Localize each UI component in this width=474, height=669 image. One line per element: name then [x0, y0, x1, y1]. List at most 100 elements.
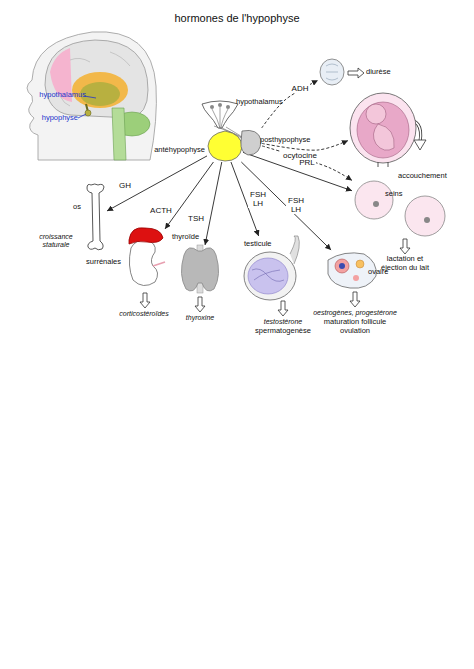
node-effect-text: spermatogenèse — [253, 327, 313, 336]
testis-target: testiculetestostéronespermatogenèse — [240, 236, 302, 302]
node-shape — [348, 92, 418, 167]
output-arrow — [140, 68, 426, 316]
hormone-name: FSH LH — [248, 190, 268, 208]
brain-illustration — [45, 40, 148, 118]
node-label: seins — [385, 190, 415, 199]
node-shape — [210, 105, 214, 109]
brain-illustration — [72, 72, 128, 108]
hormone-name: TSH — [186, 214, 206, 223]
hormone-arrow — [243, 152, 352, 190]
node-label: posthypophyse — [260, 136, 322, 145]
output-arrow — [348, 68, 364, 78]
node-shape — [85, 183, 107, 251]
leader-line — [78, 114, 86, 118]
hormone-arrow — [241, 162, 331, 250]
node-shape — [248, 258, 288, 294]
ovary-target: ovaireoestrogènes, progestéronematuratio… — [324, 250, 379, 290]
node-shape — [87, 184, 104, 250]
node-shape — [200, 98, 240, 128]
node-shape — [320, 59, 344, 85]
node-shape — [218, 103, 222, 107]
node-shape — [352, 178, 450, 238]
output-arrow — [350, 292, 360, 307]
node-shape — [244, 252, 296, 300]
node-shape — [378, 162, 388, 167]
hypothalamus-shape: hypothalamus — [200, 98, 240, 128]
node-effect-text: croissance staturale — [31, 233, 81, 249]
output-arrow — [195, 297, 205, 312]
node-shape — [178, 245, 222, 295]
hormone-name: PRL — [298, 158, 316, 167]
node-shape — [373, 201, 379, 207]
node-shape — [153, 262, 165, 266]
hormone-arrow — [165, 162, 213, 229]
node-shape — [318, 58, 346, 86]
node-effect-text: thyroxine — [170, 314, 230, 322]
output-arrow — [140, 293, 150, 308]
breast-target: seinslactation et éjection du lait — [352, 178, 450, 238]
hormone-name: ADH — [290, 84, 310, 93]
node-shape — [424, 217, 430, 223]
node-shape — [373, 124, 394, 150]
brain-illustration — [80, 82, 120, 106]
node-shape — [353, 275, 359, 281]
node-shape — [181, 248, 218, 291]
diagram-title: hormones de l'hypophyse — [0, 12, 474, 25]
node-shape — [355, 181, 393, 219]
anterior-pituitary: antéhypophyse — [207, 130, 243, 162]
hormone-arrow — [107, 156, 207, 211]
output-arrow — [278, 301, 288, 316]
node-shape — [366, 104, 386, 124]
node-label: diurèse — [366, 68, 406, 77]
node-shape — [326, 64, 338, 80]
node-label: surrénales — [81, 258, 121, 267]
node-shape — [357, 102, 409, 158]
hormone-name: GH — [118, 181, 132, 190]
node-shape — [123, 226, 165, 290]
node-shape — [356, 260, 364, 268]
node-shape — [290, 236, 299, 264]
brain-illustration — [27, 32, 156, 160]
kidney-target: diurèse — [318, 58, 346, 86]
node-shape — [202, 101, 238, 128]
uterus-target: accouchement — [348, 92, 418, 167]
node-shape — [207, 130, 243, 162]
hormone-arrow — [205, 162, 222, 245]
node-shape — [129, 240, 157, 286]
node-effect-text: oestrogènes, progestérone — [305, 309, 405, 317]
node-shape — [129, 228, 163, 244]
node-label: thyroïde — [172, 233, 212, 242]
part-label: hypophyse — [30, 114, 78, 123]
leader-line — [78, 96, 96, 118]
node-label: os — [63, 203, 81, 212]
output-arrow — [414, 140, 426, 150]
node-shape — [339, 263, 345, 269]
node-shape — [238, 128, 262, 156]
node-effect-text: testostérone — [253, 318, 313, 326]
node-effect-text: lactation et éjection du lait — [376, 255, 434, 272]
node-shape — [335, 259, 349, 273]
node-shape — [212, 107, 228, 128]
node-shape — [241, 130, 261, 155]
brain-illustration — [27, 32, 156, 160]
output-arrow — [400, 239, 410, 254]
node-effect-text: maturation follicule ovulation — [317, 318, 393, 335]
node-shape — [226, 105, 230, 109]
node-label: testicule — [244, 240, 284, 249]
brain-illustration — [85, 110, 91, 116]
node-shape — [350, 93, 416, 163]
thyroid-target: thyroïdethyroxine — [178, 245, 222, 295]
posterior-pituitary: posthypophyse — [238, 128, 262, 156]
node-label: hypothalamus — [236, 98, 296, 107]
node-label: accouchement — [398, 172, 460, 181]
part-label: hypothalamus — [36, 91, 86, 100]
node-effect-text: corticostéroïdes — [114, 310, 174, 318]
node-shape — [208, 131, 242, 161]
hormone-name: ACTH — [150, 206, 172, 215]
brain-illustration — [112, 108, 126, 160]
hormone-name: FSH LH — [286, 196, 306, 214]
node-label: antéhypophyse — [143, 146, 205, 155]
bone-target: oscroissance staturale — [85, 183, 107, 251]
node-shape — [252, 269, 284, 281]
